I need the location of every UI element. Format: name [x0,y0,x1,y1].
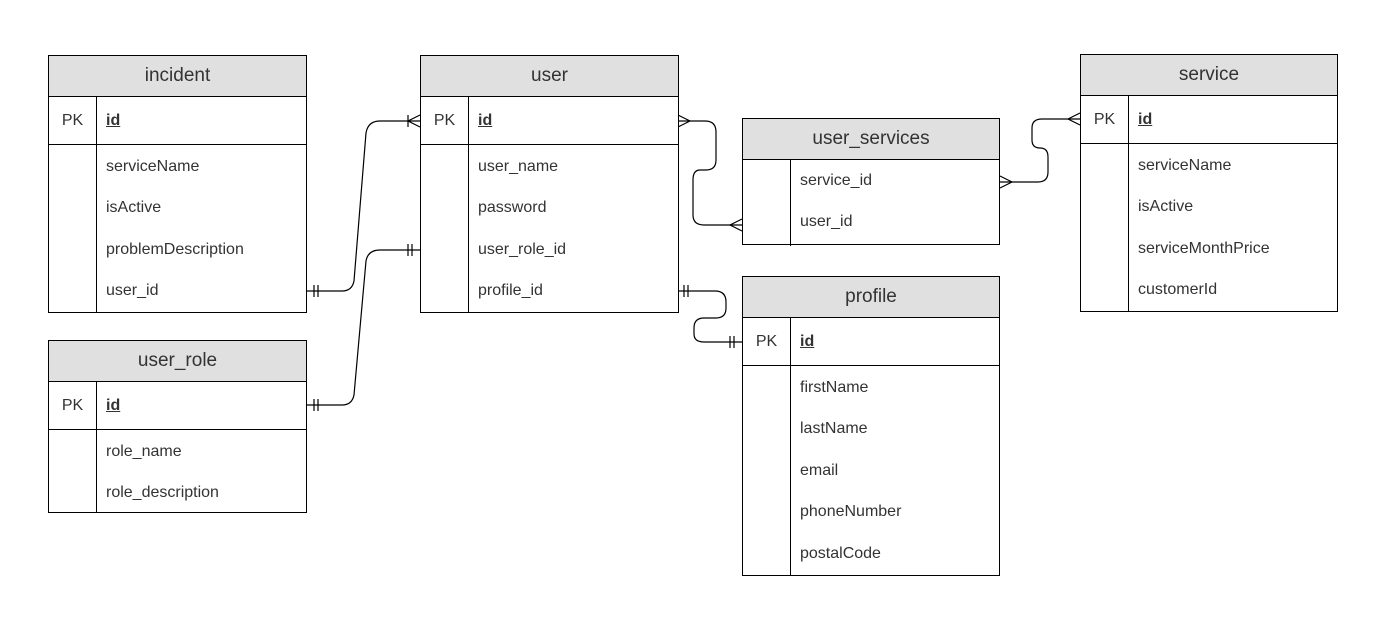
entity-user_services[interactable]: user_services service_id user_id [742,118,1000,246]
field: lastName [800,420,868,438]
pk-label: PK [49,382,97,429]
pk-row: PK id [743,318,999,366]
rel-user-profile-end-one-b [729,336,735,348]
field: serviceName [106,157,200,175]
field: service_id [800,171,873,189]
attribute-block: service_id user_id [743,160,999,246]
attribute-block: role_name role_description [49,430,306,512]
field: phoneNumber [800,503,902,521]
rel-userrole-user [306,249,420,406]
field: profile_id [478,282,543,300]
field: role_description [106,484,219,502]
field: email [800,461,839,479]
pk-label: PK [1081,96,1129,143]
pk-field: id [800,332,815,350]
rel-userservices-service-end-many-b [1066,112,1081,126]
pk-row: PK id [49,382,306,430]
field: user_role_id [478,240,567,258]
pk-label: PK [743,318,791,365]
entity-title: user [421,56,678,97]
rel-incident-user [306,120,420,292]
entity-title: profile [743,277,999,318]
entity-user[interactable]: user PK id user_name password user_role_… [420,55,679,313]
field: serviceMonthPrice [1138,239,1270,257]
entity-profile[interactable]: profile PK id firstName lastName email p… [742,276,1000,576]
pk-field: id [106,111,121,129]
field: user_name [478,157,559,175]
entity-service[interactable]: service PK id serviceName isActive servi… [1080,54,1338,312]
attribute-block: firstName lastName email phoneNumber pos… [743,366,999,575]
rel-user-profile-end-one [683,285,689,297]
field: postalCode [800,544,881,562]
pk-row: PK id [49,97,306,145]
pk-field: id [478,111,493,129]
rel-user-userservices-end-many-b [728,218,743,232]
entity-incident[interactable]: incident PK id serviceName isActive prob… [48,55,307,313]
field: password [478,199,547,217]
field: user_id [800,213,853,231]
pk-field: id [106,396,121,414]
field: problemDescription [106,240,244,258]
rel-user-userservices-end-many [677,114,692,128]
pk-field: id [1138,110,1153,128]
rel-userrole-user-end-one-b [407,244,413,256]
field: firstName [800,378,869,396]
rel-user-profile [678,290,742,343]
pk-row: PK id [1081,96,1337,144]
rel-user-userservices [678,120,742,226]
rel-userservices-service-end-many [999,175,1014,189]
attribute-block: serviceName isActive problemDescription … [49,145,306,312]
field: role_name [106,442,182,460]
rel-incident-user-end-one [313,285,319,297]
entity-title: incident [49,56,306,97]
pk-label: PK [49,97,97,144]
rel-userservices-service [1000,118,1080,183]
attribute-block: user_name password user_role_id profile_… [421,145,678,312]
rel-userrole-user-end-one [313,399,319,411]
entity-user_role[interactable]: user_role PK id role_name role_descripti… [48,340,307,513]
attribute-block: serviceName isActive serviceMonthPrice c… [1081,144,1337,311]
field: customerId [1138,281,1218,299]
entity-title: user_role [49,341,306,382]
entity-title: service [1081,55,1337,96]
entity-title: user_services [743,119,999,160]
field: isActive [106,199,162,217]
field: user_id [106,282,159,300]
pk-label: PK [421,97,469,144]
pk-row: PK id [421,97,678,145]
rel-incident-user-end-one-or-many [406,114,421,128]
field: isActive [1138,198,1194,216]
field: serviceName [1138,156,1232,174]
